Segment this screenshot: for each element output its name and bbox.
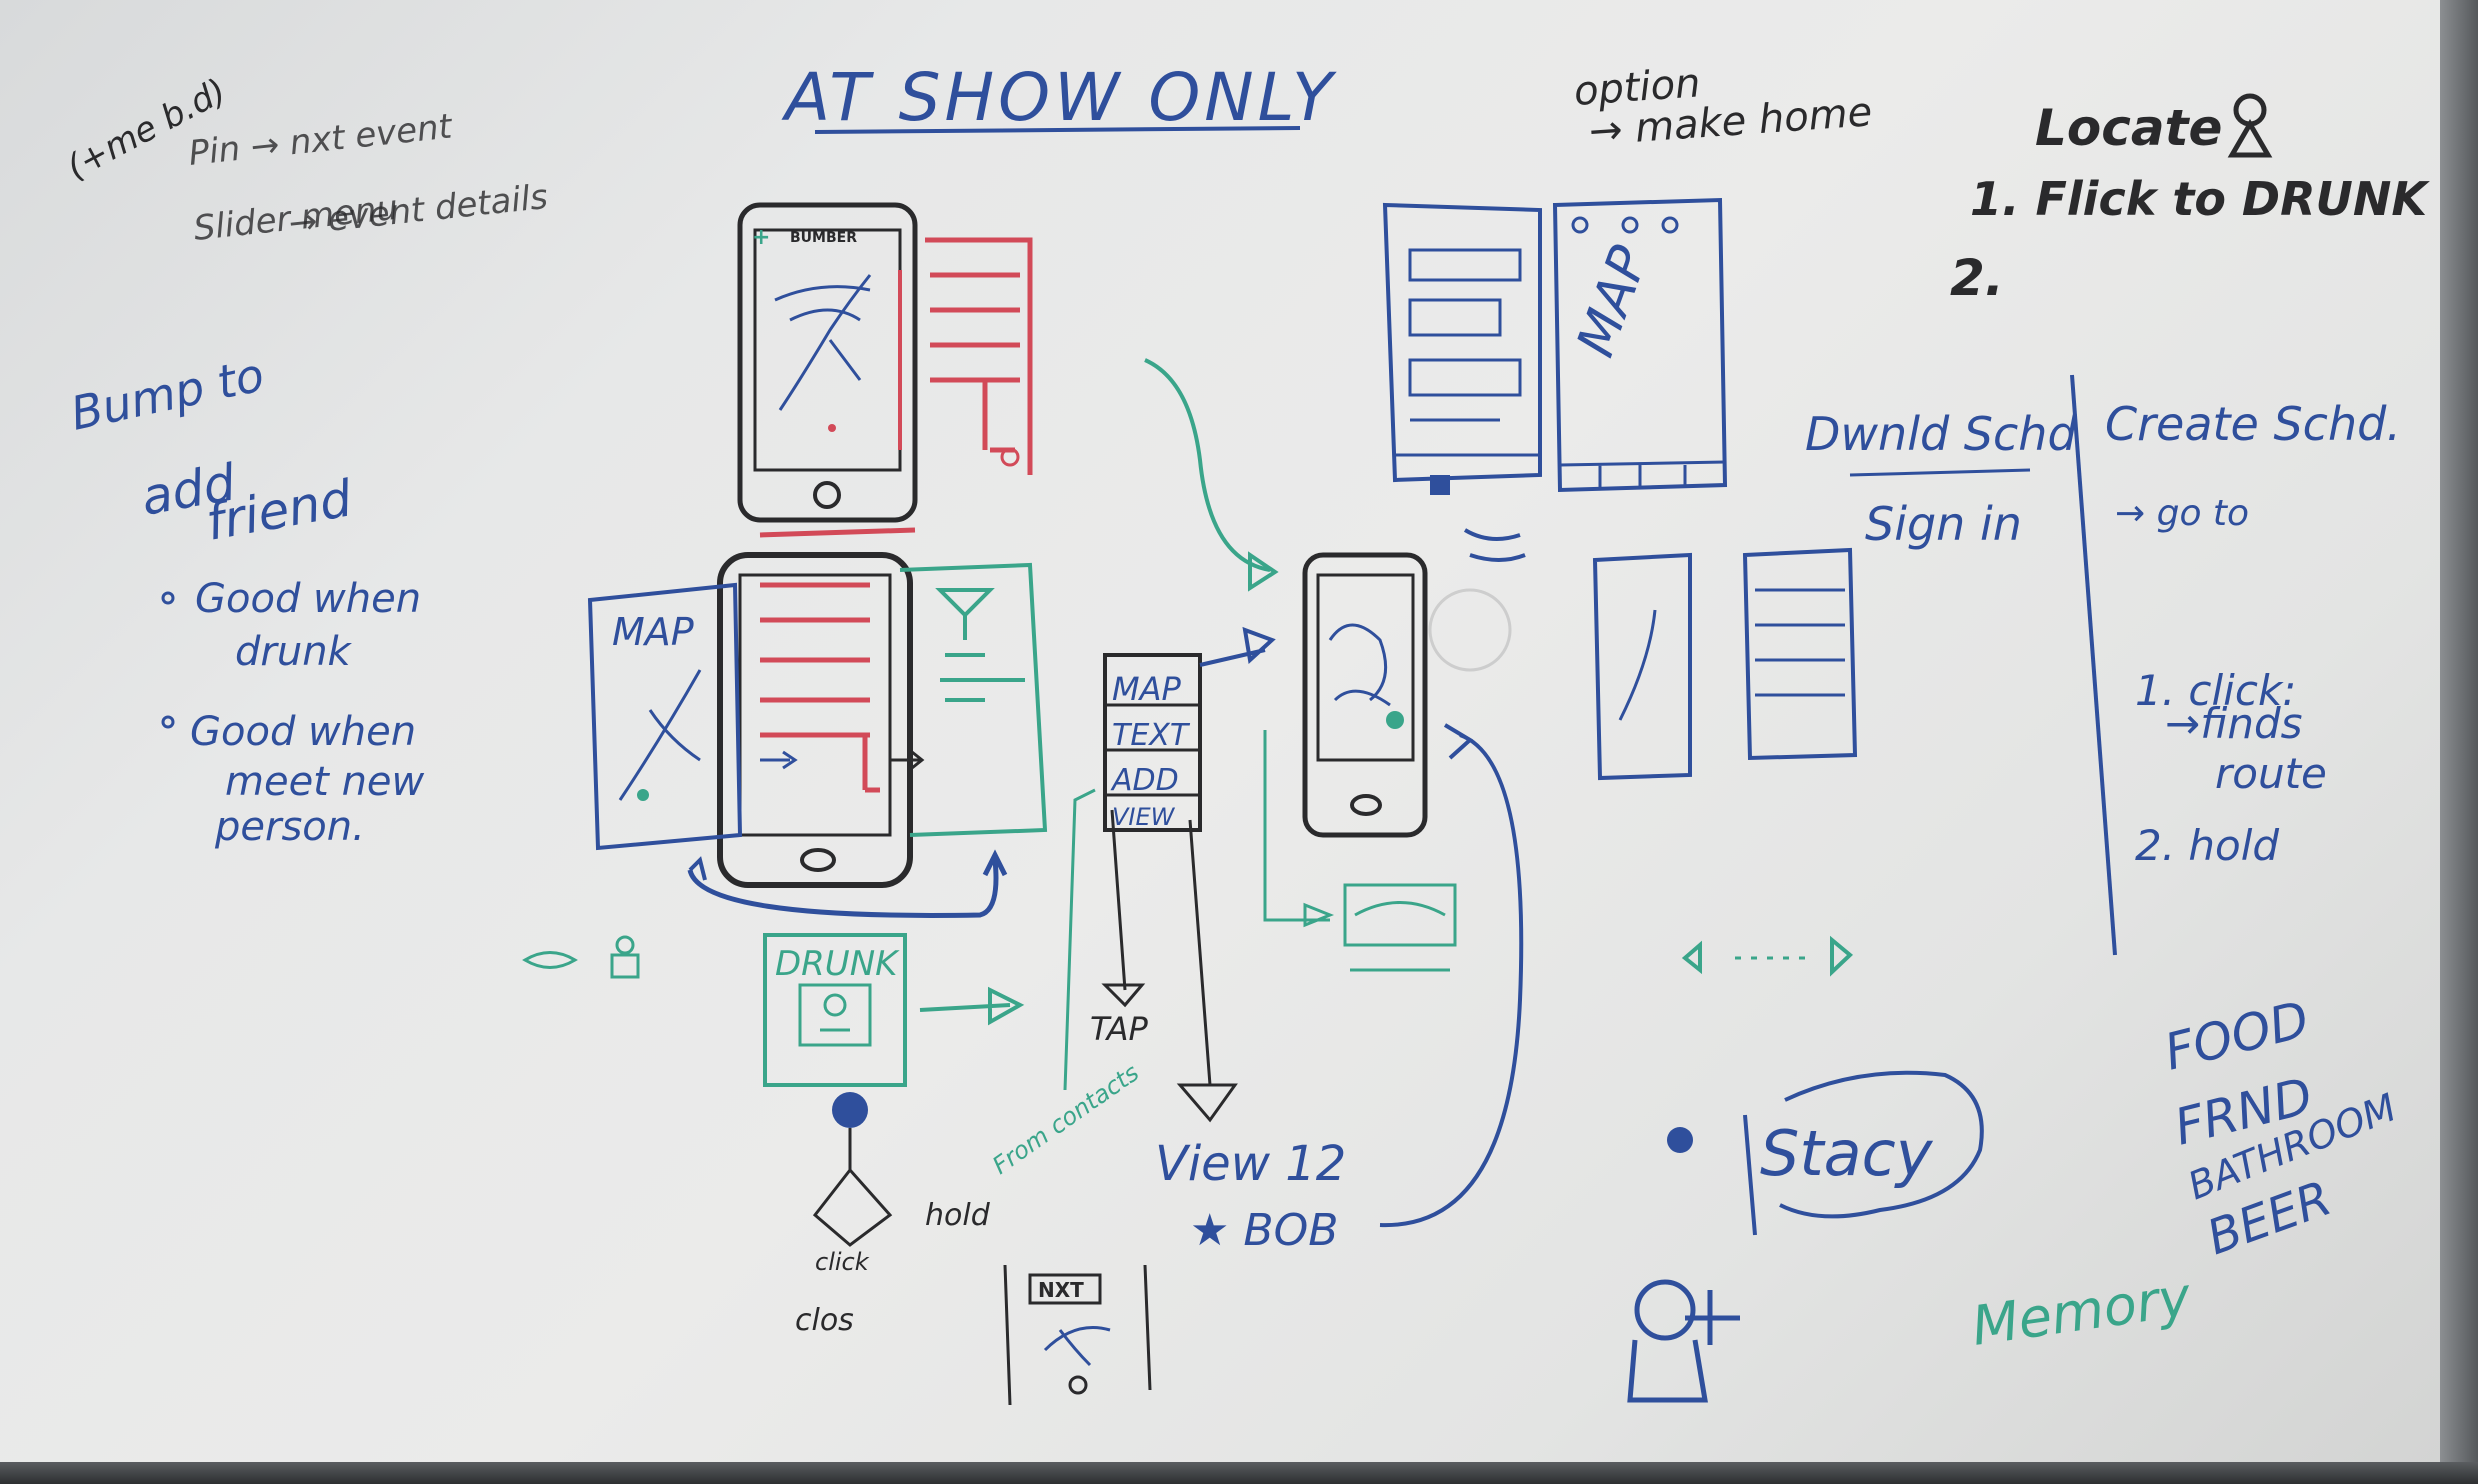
bump-line-1: Bump to (66, 347, 268, 440)
green-connector (1063, 788, 1096, 1091)
option-note-1: option (1572, 60, 1701, 115)
location-dot-icon (1667, 1127, 1693, 1153)
slider-note-2: → event details (287, 177, 550, 244)
small-card-sketch (1343, 883, 1457, 972)
person-icon (2227, 93, 2273, 158)
drunk-label: DRUNK (775, 944, 900, 984)
go-to-label: → go to (2115, 493, 2249, 534)
map-card-label: MAP (612, 610, 694, 654)
tap-label: TAP (1090, 1010, 1149, 1048)
blue-arrow-head (688, 856, 707, 881)
create-schedule: Create Schd. (2105, 397, 2401, 451)
hold-step: 2. hold (2135, 821, 2279, 870)
red-divider (759, 527, 916, 538)
download-schedule: Dwnld Schd (1805, 407, 2077, 461)
column-divider (2070, 374, 2117, 956)
download-underline (1849, 468, 2031, 477)
map-phone-sketch: MAP (1552, 197, 1728, 493)
green-connector-2 (1263, 730, 1330, 922)
locate-step-1: 1. Flick to DRUNK (1970, 172, 2430, 226)
good-when-meet-3: person. (214, 804, 365, 850)
menu-text: TEXT (1112, 718, 1191, 753)
nxt-card-sketch: NXT (1003, 1264, 1152, 1406)
phone-sketch-middle (717, 552, 925, 888)
click-finds-2: →finds (2165, 699, 2302, 748)
stick-figure-sketch (812, 1092, 893, 1247)
bob-return-arrow (1379, 723, 1524, 1228)
bullet-icon (161, 715, 175, 729)
locate-title: Locate (2035, 99, 2222, 157)
add-icon: + (752, 225, 770, 250)
add-friend-icon (1627, 1279, 1740, 1403)
stacy-pill: Stacy (1667, 1070, 1984, 1236)
stacy-label: Stacy (1760, 1117, 1934, 1190)
menu-view: VIEW (1112, 803, 1176, 831)
menu-add: ADD (1110, 763, 1179, 798)
arrow-head-icon (1248, 551, 1279, 592)
whiteboard-frame-bottom (0, 1462, 2478, 1484)
food-label: FOOD (2159, 990, 2315, 1082)
memory-label: Memory (1968, 1265, 2195, 1358)
bullet-icon (161, 591, 175, 605)
phone-header: BUMBER (790, 230, 857, 246)
nxt-label: NXT (1038, 1278, 1084, 1302)
locate-step-2: 2. (1950, 249, 2004, 307)
friends-phone-sketch (1592, 547, 1858, 781)
phone-sketch-top: BUMBER + (737, 202, 918, 523)
pin-note: Pin → nxt event (187, 106, 456, 174)
clos-label: clos (795, 1303, 854, 1338)
view-12-label: View 12 (1155, 1136, 1346, 1192)
page-title: AT SHOW ONLY (781, 59, 1337, 136)
good-when-meet-1: Good when (190, 709, 416, 755)
green-card-sketch (899, 562, 1048, 837)
drunk-card-sketch: DRUNK (763, 933, 1025, 1087)
map-card-sketch: MAP (587, 582, 743, 851)
good-when-drunk-2: drunk (235, 629, 353, 675)
good-when-meet-2: meet new (225, 759, 425, 805)
bump-icons (522, 935, 640, 979)
click-finds-1: 1. click: (2135, 666, 2296, 715)
whiteboard-frame-right (2440, 0, 2478, 1484)
pager-arrows (1681, 935, 1854, 977)
click-label: click (815, 1248, 870, 1276)
bob-label: ★ BOB (1190, 1205, 1338, 1256)
action-menu-sketch: MAP TEXT ADD VIEW (1101, 626, 1276, 1123)
map-vertical-label: MAP (1566, 238, 1661, 364)
hold-label: hold (925, 1198, 991, 1233)
good-when-drunk-1: Good when (195, 576, 421, 622)
phone-sketch-map (1302, 552, 1428, 838)
sign-in-label: Sign in (1865, 497, 2022, 551)
menu-map: MAP (1112, 670, 1182, 708)
faint-circle (1428, 588, 1512, 672)
slider-menu-sketch (898, 237, 1033, 475)
arrow-head-icon (1303, 902, 1335, 928)
green-flow-arrow (1144, 358, 1271, 572)
blue-return-arrow (687, 849, 1008, 918)
title-underline (814, 126, 1301, 134)
click-finds-3: route (2215, 749, 2327, 798)
schedule-list-sketch (1382, 202, 1542, 562)
